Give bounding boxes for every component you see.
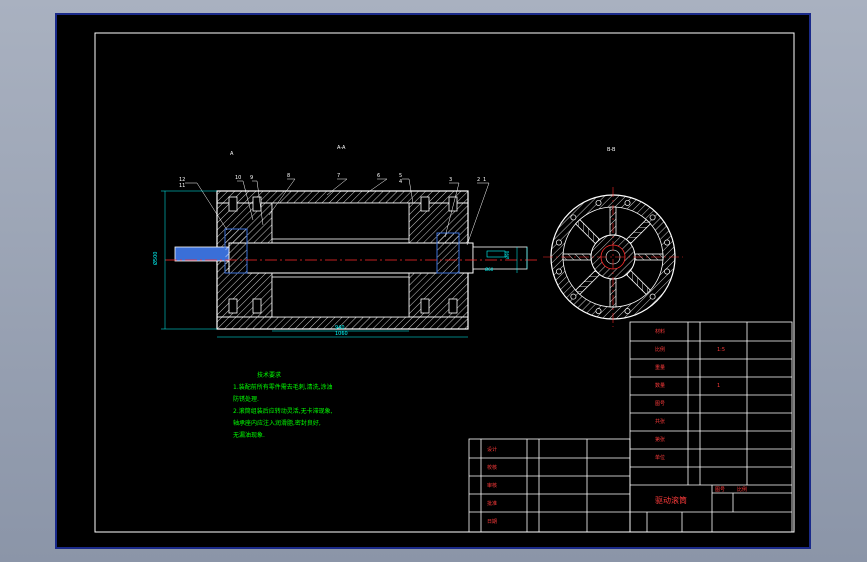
bolt-hole <box>664 239 671 246</box>
notes-heading: 技术要求 <box>257 371 281 379</box>
tb-right-1: 比例 <box>655 346 665 353</box>
tb-left-0: 设计 <box>487 446 497 453</box>
title-block <box>468 321 793 533</box>
end-view-spokes <box>562 206 664 308</box>
notes-line-4: 轴承座内应注入润滑脂,密封良好, <box>233 419 321 427</box>
bolt-hole <box>649 214 656 221</box>
dim-face-width: 940 <box>335 325 345 331</box>
tb-right-6: 第张 <box>655 436 665 443</box>
part-number-3: 3 <box>449 177 452 183</box>
shaft-right-end <box>472 246 528 270</box>
tb-left-1: 校核 <box>487 464 497 471</box>
dim-overall-length: 1060 <box>335 331 348 337</box>
bolt-hole <box>624 308 631 315</box>
dim-shaft: Ø60 <box>485 267 494 272</box>
end-view-bolt-holes <box>555 199 671 315</box>
tb-value-scale: 1:5 <box>717 347 725 353</box>
bolt-hole <box>664 268 671 275</box>
part-number-10: 10 <box>235 175 241 181</box>
part-number-11: 11 <box>179 183 185 189</box>
tb-value-qty: 1 <box>717 383 720 389</box>
view-label: B-B <box>607 147 616 153</box>
tb-left-4: 日期 <box>487 519 497 525</box>
notes-line-1: 1.装配前所有零件需去毛刺,清洗,涂油 <box>233 383 333 391</box>
part-number-4: 4 <box>399 179 402 185</box>
shaft-main <box>228 242 474 274</box>
part-number-8: 8 <box>287 173 290 179</box>
end-view-b-b: B-B <box>543 147 683 327</box>
tb-right-3: 数量 <box>655 382 665 389</box>
dim-diameter: Ø500 <box>152 252 159 265</box>
title-block-text: 设计 校核 审核 批准 日期 材料 比例 重量 数量 图号 共张 第张 单位 1… <box>487 328 747 525</box>
part-number-12: 12 <box>179 177 185 183</box>
tb-left-2: 审核 <box>487 482 497 489</box>
part-number-5: 5 <box>399 173 402 179</box>
section-label: A-A <box>337 145 346 151</box>
notes-line-2: 防锈处理. <box>233 395 259 403</box>
bearing-right <box>436 232 460 274</box>
part-number-2: 2 <box>477 177 480 183</box>
part-leaders <box>185 178 490 246</box>
tb-code-1: 比例 <box>737 486 747 493</box>
bolt-hole <box>624 199 631 206</box>
tb-right-7: 单位 <box>655 454 665 461</box>
dimension-lines <box>161 190 528 338</box>
bearing-left <box>224 228 248 274</box>
bolt-hole <box>570 214 577 221</box>
tb-right-5: 共张 <box>655 418 665 425</box>
tb-right-4: 图号 <box>655 401 665 407</box>
bolt-hole <box>570 293 577 300</box>
drawing-sheet: A-A A <box>55 13 811 549</box>
part-numbers: 12 11 10 9 8 7 6 5 4 3 2 1 <box>179 173 486 189</box>
part-number-9: 9 <box>250 175 253 181</box>
inner-cavity-bottom <box>271 276 410 318</box>
drawing-frame <box>94 32 795 533</box>
bolt-hole <box>595 199 602 206</box>
part-number-6: 6 <box>377 173 380 179</box>
notes-line-3: 2.滚筒组装后应转动灵活,无卡滞现象, <box>233 407 333 415</box>
shaft-left-end <box>174 246 230 262</box>
technical-notes: 技术要求 1.装配前所有零件需去毛刺,清洗,涂油 防锈处理. 2.滚筒组装后应转… <box>233 371 333 439</box>
notes-line-5: 无漏油现象. <box>233 431 265 439</box>
part-number-1: 1 <box>483 177 486 183</box>
tb-right-0: 材料 <box>655 328 665 335</box>
tb-left-3: 批准 <box>487 500 497 507</box>
bolt-hole <box>595 308 602 315</box>
view-left-label: A <box>230 151 234 157</box>
cad-drawing-canvas: A-A A <box>94 32 795 533</box>
tb-main-title: 驱动滚筒 <box>655 495 687 505</box>
bolt-hole <box>555 268 562 275</box>
keyway-right <box>486 250 506 258</box>
dim-bearing: Ø90 <box>505 250 510 259</box>
part-number-7: 7 <box>337 173 340 179</box>
bolt-hole <box>649 293 656 300</box>
section-view-a-a: A-A A <box>152 145 537 338</box>
inner-cavity-top <box>271 202 410 240</box>
tb-code-0: 图号 <box>715 487 725 493</box>
bolt-group <box>228 196 458 314</box>
tb-right-2: 重量 <box>655 364 665 371</box>
bolt-hole <box>555 239 562 246</box>
